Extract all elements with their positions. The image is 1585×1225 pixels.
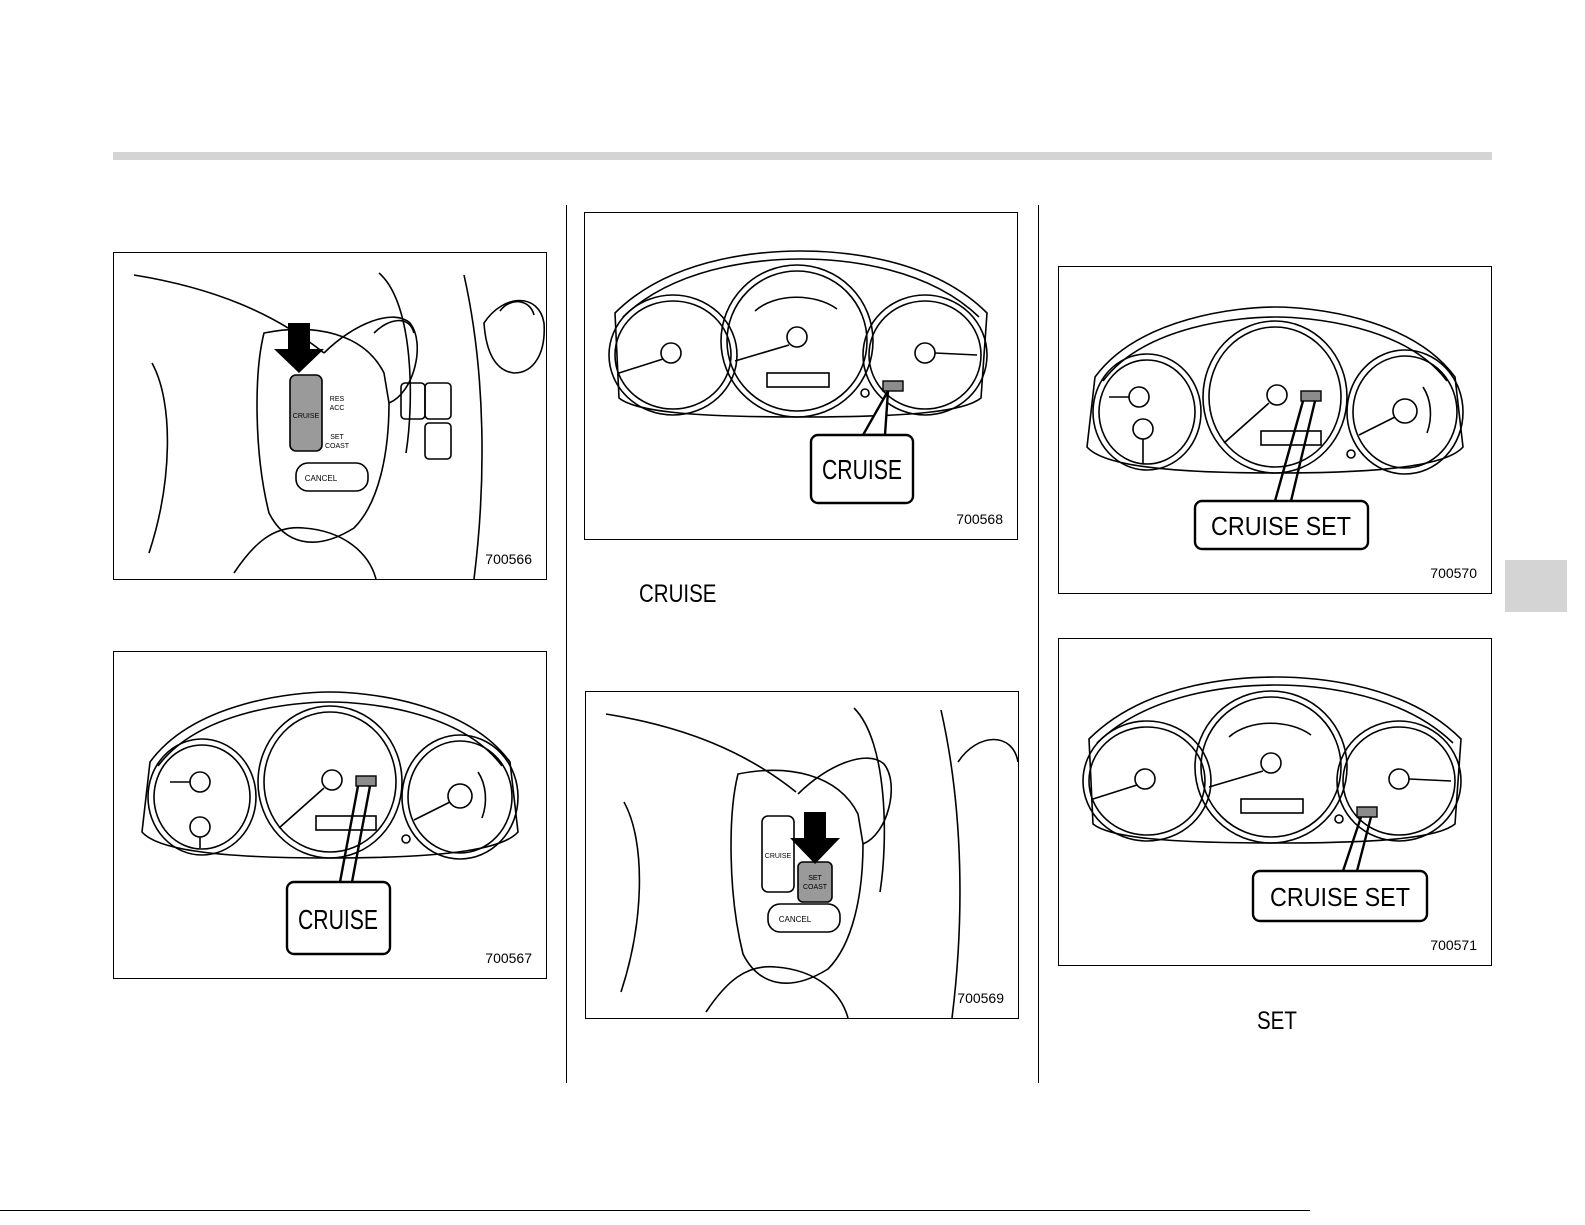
inline-cruise-label: CRUISE: [639, 580, 716, 609]
steering-wheel-illustration: CRUISE RES ACC SET COAST CANCEL: [114, 253, 546, 579]
set-coast-button-highlight: [798, 862, 832, 902]
callout-text: CRUISE: [822, 454, 902, 485]
cruise-set-indicator-lamp: [1357, 807, 1377, 817]
figure-cruise-set-indicator-meter-a: CRUISE SET 700570: [1058, 266, 1492, 594]
figure-cruise-set-indicator-meter-b: CRUISE SET 700571: [1058, 638, 1492, 966]
cruise-indicator-lamp: [883, 381, 903, 391]
btn-label-acc: ACC: [330, 405, 345, 412]
btn-label-set: SET: [808, 875, 822, 882]
combination-meter-illustration: CRUISE SET: [1059, 639, 1491, 965]
column-divider-left: [566, 205, 567, 1083]
figure-set-coast-button-press: CRUISE SET COAST CANCEL 700569: [585, 691, 1019, 1019]
figure-number: 700571: [1430, 937, 1477, 953]
figure-number: 700567: [485, 950, 532, 966]
combination-meter-illustration: CRUISE SET: [1059, 267, 1491, 593]
callout-text: CRUISE SET: [1270, 882, 1410, 912]
btn-label-cancel: CANCEL: [779, 915, 812, 924]
btn-label-set: SET: [330, 434, 344, 441]
callout-text: CRUISE: [298, 904, 378, 935]
figure-number: 700569: [957, 990, 1004, 1006]
callout-leader: [340, 786, 370, 882]
btn-label-cancel: CANCEL: [305, 474, 338, 483]
cruise-set-indicator-lamp: [1301, 391, 1321, 401]
btn-label-coast: COAST: [325, 443, 350, 450]
callout-text: CRUISE SET: [1211, 511, 1351, 541]
figure-cruise-indicator-meter-b: CRUISE 700568: [584, 212, 1018, 540]
figure-number: 700570: [1430, 565, 1477, 581]
column-divider-right: [1038, 205, 1039, 1083]
steering-wheel-illustration: CRUISE SET COAST CANCEL: [586, 692, 1018, 1018]
callout-leader: [863, 391, 888, 435]
arrow-down-icon: [790, 812, 840, 864]
cruise-indicator-lamp: [356, 776, 376, 786]
figure-number: 700566: [485, 551, 532, 567]
callout-leader: [1275, 401, 1315, 501]
btn-label-cruise: CRUISE: [765, 853, 792, 860]
combination-meter-illustration: CRUISE: [585, 213, 1017, 539]
bottom-rule: [0, 1210, 1310, 1211]
btn-label-cruise: CRUISE: [293, 413, 320, 420]
header-rule: [113, 152, 1492, 160]
btn-label-coast: COAST: [803, 884, 828, 891]
inline-set-label: SET: [1257, 1007, 1297, 1036]
btn-label-res: RES: [330, 396, 345, 403]
chapter-side-tab: [1505, 560, 1567, 612]
figure-number: 700568: [956, 511, 1003, 527]
figure-cruise-button-press: CRUISE RES ACC SET COAST CANCEL 700566: [113, 252, 547, 580]
figure-cruise-indicator-meter-a: CRUISE 700567: [113, 651, 547, 979]
combination-meter-illustration: CRUISE: [114, 652, 546, 978]
